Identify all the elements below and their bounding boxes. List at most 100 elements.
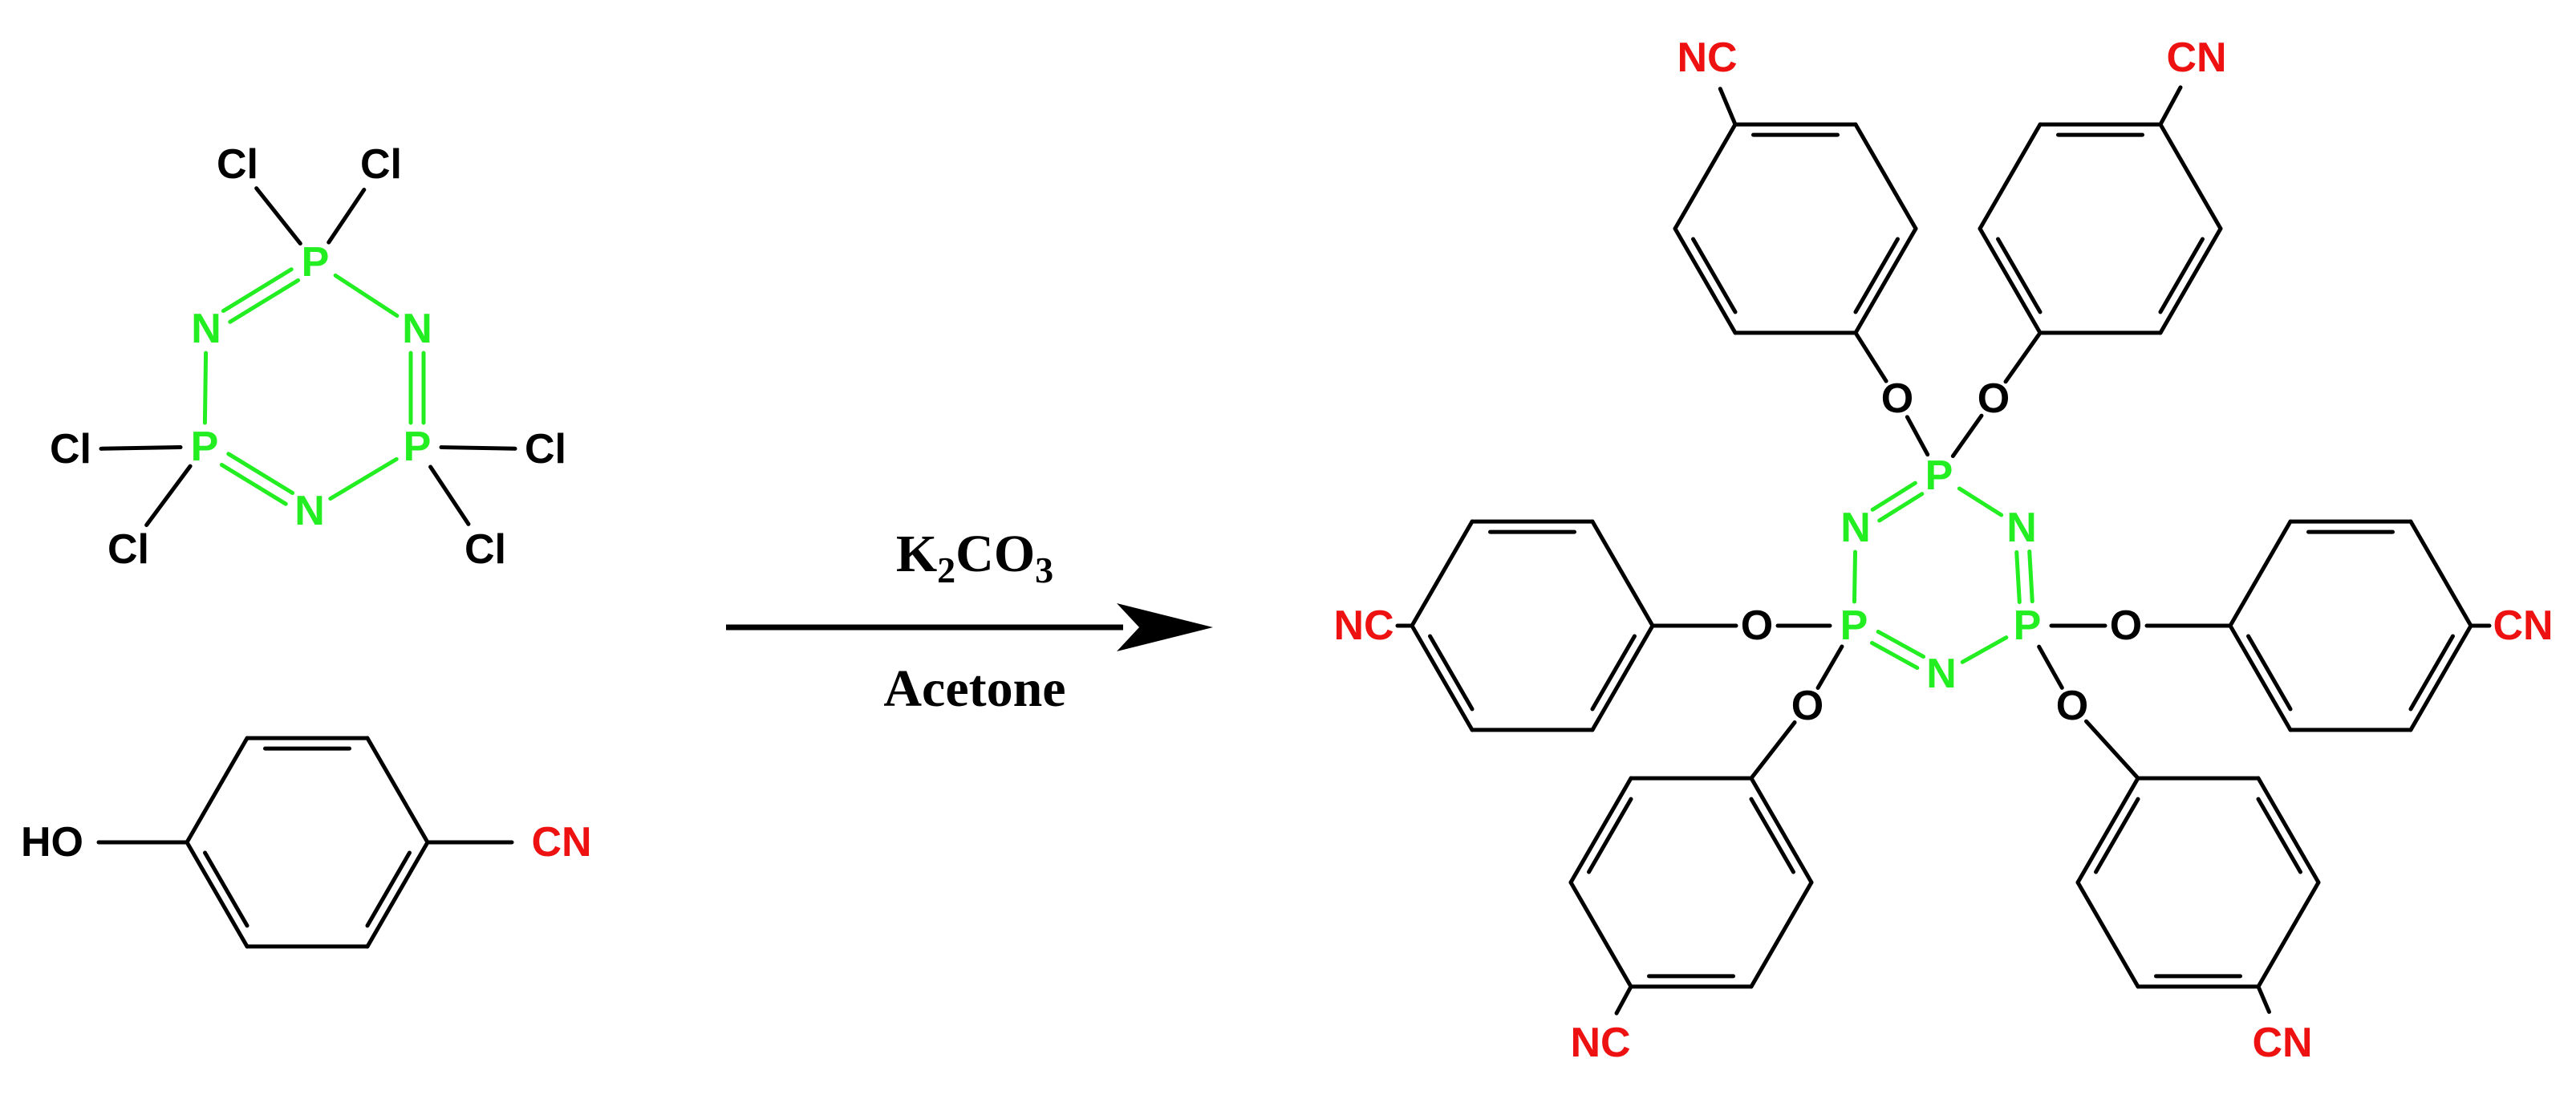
ring-nitrogen-label: N — [1840, 505, 1871, 551]
benzene-inner-bond — [365, 850, 412, 928]
oxygen-label: O — [1978, 375, 2010, 422]
benzene-inner-bond — [1749, 797, 1795, 874]
ring-double-bond — [1869, 640, 1920, 671]
o-c-bond — [1853, 331, 1888, 383]
ring-single-bond — [1957, 486, 2004, 517]
benzene-bond — [185, 736, 249, 845]
p-cl-bond — [99, 445, 183, 451]
c-cn-bond — [2256, 984, 2271, 1014]
benzene-inner-bond — [1587, 797, 1633, 874]
benzene-inner-bond — [1428, 634, 1475, 712]
c-cn-bond — [2158, 85, 2183, 127]
benzene-bond — [1978, 122, 2043, 231]
reagent-base: K2CO3 — [896, 525, 1053, 590]
chlorine-label: Cl — [525, 426, 566, 472]
nitrile-label: NC — [1333, 602, 1393, 649]
ring-nitrogen-label: N — [1926, 651, 1957, 697]
ring-phosphorus-label: P — [404, 424, 432, 470]
ring-double-bond — [2014, 550, 2022, 605]
o-c-bond — [2084, 719, 2140, 781]
ring-single-bond — [1960, 635, 2009, 664]
p-o-bond — [1950, 413, 1984, 459]
ring-phosphorus-label: P — [1925, 452, 1953, 499]
benzene-bond — [2256, 880, 2321, 989]
c-cn-bond — [1718, 87, 1738, 127]
ring-phosphorus-label: P — [2014, 602, 2042, 649]
nitrile-label: CN — [2493, 602, 2553, 649]
ring-double-bond — [226, 452, 295, 496]
ring-double-bond — [1870, 481, 1917, 512]
benzene-bond — [2408, 519, 2473, 628]
chlorine-label: Cl — [50, 426, 91, 472]
benzene-inner-bond — [203, 850, 249, 928]
benzene-inner-bond — [2246, 634, 2293, 712]
reagent-base-k: K — [896, 525, 937, 583]
ring-phosphorus-label: P — [302, 239, 330, 286]
benzene-bond — [2408, 623, 2473, 732]
benzene-bond — [2158, 122, 2223, 231]
ring-single-bond — [333, 273, 400, 318]
chlorine-label: Cl — [464, 526, 506, 573]
o-c-bond — [2003, 331, 2043, 384]
nitrile-label: CN — [2252, 1020, 2312, 1066]
chlorine-label: Cl — [217, 141, 258, 188]
benzene-bond — [1853, 122, 1918, 231]
benzene-bond — [1978, 226, 2043, 335]
oxygen-label: O — [2110, 602, 2142, 649]
oxygen-label: O — [2056, 683, 2088, 729]
ring-double-bond — [1877, 492, 1925, 523]
benzene-bond — [1568, 880, 1633, 989]
p-cl-bond — [439, 445, 517, 451]
ring-double-bond — [228, 278, 301, 324]
o-c-bond — [1749, 720, 1797, 781]
chlorine-label: Cl — [360, 141, 402, 188]
benzene-bond — [1853, 226, 1918, 335]
ring-double-bond — [1876, 629, 1926, 659]
ring-nitrogen-label: N — [294, 488, 325, 534]
ring-phosphorus-label: P — [191, 424, 219, 470]
benzene-bond — [1410, 519, 1475, 628]
benzene-bond — [2075, 776, 2140, 885]
ring-single-bond — [328, 456, 399, 501]
reagent-base-subscript-3: 3 — [1035, 550, 1053, 590]
benzene-inner-bond — [1996, 237, 2043, 314]
reagent-solvent: Acetone — [883, 659, 1065, 718]
benzene-inner-bond — [1590, 634, 1637, 712]
p-o-bond — [1905, 415, 1930, 457]
reagent-base-co: CO — [955, 525, 1035, 583]
oxygen-label: O — [1791, 683, 1823, 729]
nitrile-label: CN — [2166, 34, 2226, 81]
p-cl-bond — [327, 188, 367, 245]
arrow-head — [1117, 603, 1213, 651]
benzene-bond — [1749, 880, 1814, 989]
benzene-bond — [2075, 880, 2140, 989]
benzene-inner-bond — [2158, 237, 2205, 314]
benzene-bond — [1590, 519, 1655, 628]
ring-single-bond — [1852, 550, 1858, 604]
benzene-inner-bond — [2408, 634, 2455, 712]
benzene-bond — [1673, 226, 1738, 335]
benzene-bond — [2228, 519, 2293, 628]
reagent-base-subscript-2: 2 — [937, 550, 955, 590]
ring-double-bond — [221, 267, 294, 314]
benzene-bond — [1673, 122, 1738, 231]
nitrile-label: NC — [1677, 34, 1737, 81]
ring-nitrogen-label: N — [402, 306, 432, 352]
oxygen-label: O — [1881, 375, 1913, 422]
benzene-inner-bond — [1691, 237, 1738, 314]
benzene-bond — [1749, 776, 1814, 885]
benzene-bond — [365, 736, 430, 845]
ring-nitrogen-label: N — [191, 306, 221, 352]
benzene-bond — [2256, 776, 2321, 885]
p-cl-bond — [428, 464, 471, 526]
benzene-inner-bond — [1853, 237, 1900, 314]
nitrile-label: NC — [1570, 1020, 1630, 1066]
chlorine-label: Cl — [108, 526, 149, 573]
benzene-bond — [185, 840, 249, 949]
benzene-bond — [1590, 623, 1655, 732]
ring-double-bond — [2027, 549, 2034, 604]
